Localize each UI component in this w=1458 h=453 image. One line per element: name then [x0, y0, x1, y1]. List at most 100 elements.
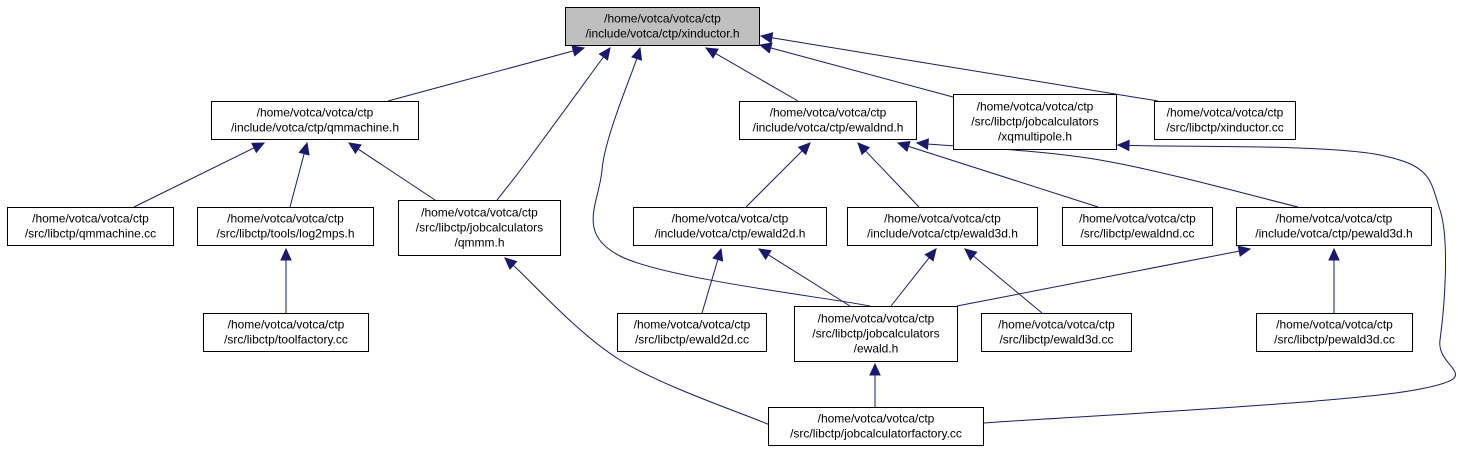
node-label-line: /include/votca/ctp/xinductor.h — [585, 27, 739, 41]
edge-line — [715, 53, 799, 102]
edge-jobcalculatorfactory_cc-to-qmmm_h — [504, 257, 771, 426]
edge-ewaldnd_cc-to-ewaldnd_h — [896, 141, 1099, 208]
node-ewald2d-cc[interactable]: /home/votca/votca/ctp/src/libctp/ewald2d… — [617, 313, 767, 352]
edge-ewald2d_h-to-ewaldnd_h — [745, 142, 811, 208]
arrowhead — [1116, 139, 1130, 152]
edge-ewald_h-to-xinductor_h — [592, 46, 871, 307]
node-label-line: /home/votca/votca/ctp — [634, 318, 751, 332]
node-box — [1236, 207, 1432, 246]
node-box — [981, 313, 1132, 352]
node-xqmultipole-h[interactable]: /home/votca/votca/ctp/src/libctp/jobcalc… — [953, 94, 1117, 150]
edge-line — [771, 37, 1159, 102]
edge-line — [927, 143, 1299, 208]
edge-line — [982, 144, 1456, 424]
edge-line — [592, 58, 871, 307]
node-qmmachine-h[interactable]: /home/votca/votca/ctp/include/votca/ctp/… — [211, 101, 419, 140]
edge-qmmm_h-to-xinductor_h — [496, 47, 611, 201]
edge-line — [890, 257, 930, 307]
node-box — [739, 101, 917, 140]
node-label-line: /ewald.h — [854, 342, 899, 356]
edge-jobcalculatorfactory_cc-to-ewald_h — [869, 362, 881, 407]
edge-ewaldnd_h-to-xinductor_h — [704, 47, 799, 102]
edge-line — [770, 47, 954, 98]
node-ewald2d-h[interactable]: /home/votca/votca/ctp/include/votca/ctp/… — [633, 207, 827, 246]
node-label-line: /home/votca/votca/ctp — [977, 100, 1094, 114]
edge-line — [289, 153, 305, 208]
node-label-line: /home/votca/votca/ctp — [1167, 106, 1284, 120]
node-label-line: /xqmultipole.h — [998, 130, 1072, 144]
node-ewaldnd-h[interactable]: /home/votca/votca/ctp/include/votca/ctp/… — [739, 101, 917, 140]
edge-line — [768, 254, 851, 307]
edge-line — [496, 56, 604, 201]
edge-line — [357, 148, 436, 201]
edge-line — [133, 147, 255, 208]
arrowhead — [869, 362, 881, 376]
node-ewaldnd-cc[interactable]: /home/votca/votca/ctp/src/libctp/ewaldnd… — [1062, 207, 1213, 246]
edge-pewald3d_cc-to-pewald3d_h — [1328, 247, 1340, 313]
arrowhead — [280, 247, 292, 261]
node-label-line: /src/libctp/ewald2d.cc — [635, 333, 749, 347]
edge-qmmachine_cc-to-qmmachine_h — [133, 142, 266, 208]
edge-ewald_h-to-pewald3d_h — [956, 245, 1252, 307]
arrowhead — [857, 142, 871, 156]
node-ewald-h[interactable]: /home/votca/votca/ctp/src/libctp/jobcalc… — [794, 306, 958, 362]
arrowhead — [757, 248, 772, 261]
edge-ewald3d_cc-to-ewald3d_h — [964, 248, 1043, 314]
node-label-line: /home/votca/votca/ctp — [1079, 212, 1196, 226]
edge-line — [745, 150, 803, 208]
edge-xinductor_cc-to-xinductor_h — [759, 32, 1159, 102]
edge-line — [387, 50, 574, 102]
node-xinductor-h: /home/votca/votca/ctp/include/votca/ctp/… — [565, 7, 760, 46]
node-label-line: /qmmm.h — [454, 236, 504, 250]
arrowhead — [964, 248, 978, 261]
node-label-line: /src/libctp/jobcalculators — [416, 221, 543, 235]
arrowhead — [598, 47, 611, 61]
node-label-line: /src/libctp/toolfactory.cc — [224, 333, 348, 347]
node-label-line: /src/libctp/pewald3d.cc — [1274, 333, 1395, 347]
node-ewald3d-cc[interactable]: /home/votca/votca/ctp/src/libctp/ewald3d… — [981, 313, 1132, 352]
edge-ewald_h-to-ewald2d_h — [757, 248, 851, 307]
node-log2mps-h[interactable]: /home/votca/votca/ctp/src/libctp/tools/l… — [197, 207, 374, 246]
node-label-line: /home/votca/votca/ctp — [228, 318, 345, 332]
arrowhead — [712, 247, 724, 262]
arrowhead — [504, 257, 518, 270]
edge-line — [956, 250, 1240, 307]
edges-layer — [133, 32, 1456, 426]
node-label-line: /src/libctp/jobcalculators — [971, 115, 1098, 129]
node-box — [847, 207, 1038, 246]
node-box — [211, 101, 419, 140]
node-box — [768, 407, 984, 446]
node-label-line: /src/libctp/jobcalculatorfactory.cc — [790, 427, 962, 441]
node-box — [1154, 101, 1296, 140]
node-label-line: /home/votca/votca/ctp — [227, 212, 344, 226]
node-box — [203, 313, 369, 352]
node-label-line: /src/libctp/ewaldnd.cc — [1080, 227, 1194, 241]
node-jobcalculatorfactory-cc[interactable]: /home/votca/votca/ctp/src/libctp/jobcalc… — [768, 407, 984, 446]
node-label-line: /home/votca/votca/ctp — [998, 318, 1115, 332]
node-qmmm-h[interactable]: /home/votca/votca/ctp/src/libctp/jobcalc… — [398, 200, 561, 256]
node-pewald3d-cc[interactable]: /home/votca/votca/ctp/src/libctp/pewald3… — [1256, 313, 1413, 352]
edge-jobcalculatorfactory_cc-to-xqmultipole_h — [982, 139, 1456, 424]
node-ewald3d-h[interactable]: /home/votca/votca/ctp/include/votca/ctp/… — [847, 207, 1038, 246]
arrowhead — [1328, 247, 1340, 261]
edge-ewald_h-to-ewald3d_h — [890, 248, 937, 307]
node-label-line: /home/votca/votca/ctp — [1276, 318, 1393, 332]
node-box — [633, 207, 827, 246]
node-pewald3d-h[interactable]: /home/votca/votca/ctp/include/votca/ctp/… — [1236, 207, 1432, 246]
node-xinductor-cc[interactable]: /home/votca/votca/ctp/src/libctp/xinduct… — [1154, 101, 1296, 140]
arrowhead — [758, 42, 773, 54]
node-label-line: /src/libctp/jobcalculators — [812, 327, 939, 341]
arrowhead — [797, 142, 811, 156]
node-qmmachine-cc[interactable]: /home/votca/votca/ctp/src/libctp/qmmachi… — [7, 207, 174, 246]
arrowhead — [896, 141, 911, 153]
arrowhead — [924, 248, 937, 262]
arrowhead — [631, 46, 643, 61]
arrowhead — [571, 45, 586, 57]
arrowhead — [251, 142, 266, 154]
edge-line — [701, 259, 719, 314]
node-box — [953, 94, 1117, 150]
node-label-line: /src/libctp/tools/log2mps.h — [216, 227, 354, 241]
edge-qmmm_h-to-qmmachine_h — [347, 142, 436, 201]
node-toolfactory-cc[interactable]: /home/votca/votca/ctp/src/libctp/toolfac… — [203, 313, 369, 352]
arrowhead — [704, 47, 719, 59]
